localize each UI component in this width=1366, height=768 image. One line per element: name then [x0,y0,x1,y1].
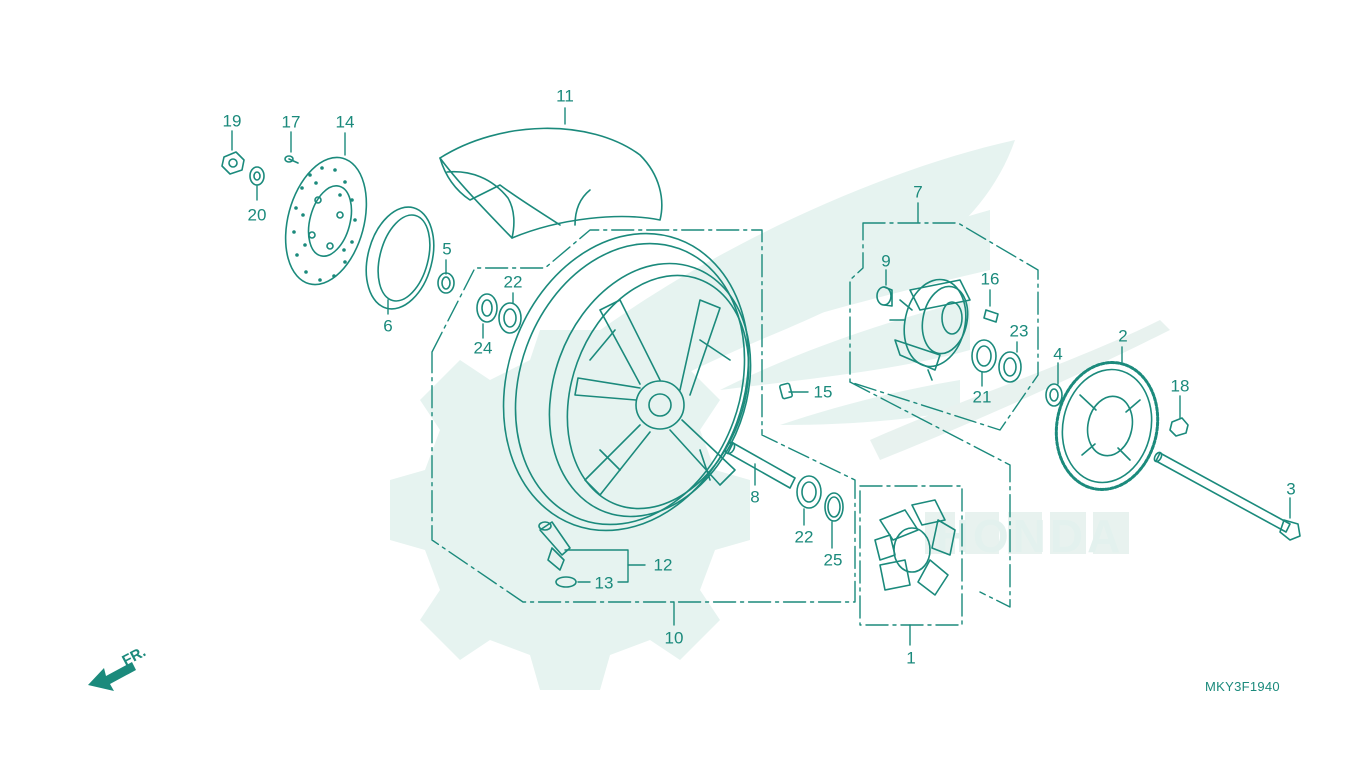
o-ring-25 [824,492,844,522]
callout-25: 25 [823,550,843,570]
bolt-17 [284,155,299,164]
callout-7: 7 [913,182,923,202]
callout-24: 24 [473,338,493,358]
collar-5 [437,272,455,294]
bearing-21 [971,339,997,373]
honda-wordmark-watermark [870,320,1170,554]
axle-collar [724,441,796,489]
callout-2: 2 [1118,326,1128,346]
callout-17: 17 [281,112,301,132]
callout-22-left: 22 [503,272,523,292]
collar-9 [876,286,893,307]
callout-9: 9 [881,251,891,271]
callout-20: 20 [247,205,267,225]
rear-axle [1153,451,1301,541]
honda-wordmark-text: HONDA [936,510,1125,562]
callout-6: 6 [383,316,393,336]
bearing-22-left [498,302,522,334]
gear-watermark [390,330,750,690]
callout-11: 11 [556,86,574,106]
callout-19: 19 [222,111,242,131]
callout-16: 16 [980,269,1000,289]
callout-23: 23 [1009,321,1029,341]
tire [439,127,663,239]
bearing-22-right [796,475,822,509]
stud-bolt-16 [983,309,999,323]
collar-4 [1045,383,1063,407]
callout-22-right: 22 [794,527,814,547]
callout-3: 3 [1286,479,1296,499]
nut-18 [1169,417,1189,437]
final-driven-sprocket [1054,361,1160,491]
disc-cover [365,206,435,310]
callout-13: 13 [594,573,614,593]
callout-4: 4 [1053,344,1063,364]
front-direction-arrow [88,662,136,691]
callout-8: 8 [750,487,760,507]
driven-flange [889,278,971,381]
assembly-outlines [431,222,1039,626]
callout-5: 5 [442,239,452,259]
washer-20 [249,166,265,186]
pin [779,382,793,400]
callout-12: 12 [653,555,673,575]
callout-1: 1 [906,648,916,668]
oil-seal-23 [998,351,1022,383]
damper-rubber-set [874,499,956,596]
diagram-code: MKY3F1940 [1205,679,1280,694]
valve-stem [538,521,571,571]
wheel-rim [502,232,752,532]
callout-10: 10 [664,628,684,648]
oil-seal-24 [476,293,498,323]
callout-15: 15 [813,382,833,402]
nut-19 [221,151,245,175]
valve-o-ring [555,576,577,588]
callout-14: 14 [335,112,355,132]
brake-disc [284,156,368,286]
leader-lines [231,107,1291,646]
callout-21: 21 [972,387,992,407]
callout-18: 18 [1170,376,1190,396]
